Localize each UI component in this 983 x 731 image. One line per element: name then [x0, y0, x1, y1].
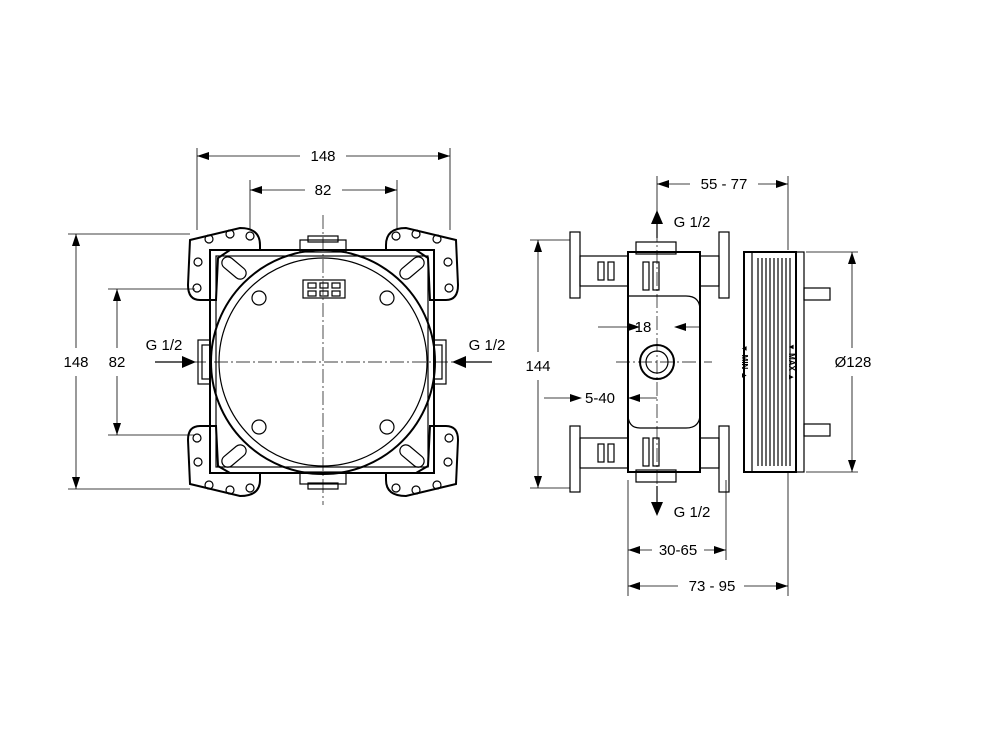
- hole: [251, 290, 267, 306]
- outlet-bottom: [635, 469, 677, 483]
- left-flange-bottom: [569, 425, 581, 493]
- bracket-top-left: [186, 226, 261, 301]
- bracket-bottom-right: [385, 425, 460, 498]
- right-flange-top: [718, 231, 730, 299]
- hole: [379, 290, 395, 306]
- min-mark: ▼ MIN ▲: [740, 345, 749, 380]
- dim-depth-top: 55 - 77: [701, 176, 748, 193]
- rod-top: [803, 287, 831, 301]
- front-body-inner: [215, 255, 429, 468]
- bracket-top-right: [385, 226, 460, 301]
- outlet-top: [635, 241, 677, 255]
- hole: [251, 419, 267, 435]
- inlet-left-label: G 1/2: [146, 337, 183, 354]
- dim-width-outer: 148: [310, 148, 335, 165]
- dim-depth-inner: 30-65: [659, 542, 697, 559]
- inlet-right-label: G 1/2: [469, 337, 506, 354]
- dim-depth-total: 73 - 95: [689, 578, 736, 595]
- right-flange-bottom: [718, 425, 730, 493]
- center-slot: [302, 279, 346, 299]
- bracket-bottom-left: [186, 425, 261, 498]
- side-view: ▼ MIN ▲ ▼ MAX ▲: [569, 228, 831, 500]
- left-flange-top: [569, 231, 581, 299]
- hole: [379, 419, 395, 435]
- outlet-bottom-label: G 1/2: [674, 504, 711, 521]
- outlet-top-label: G 1/2: [674, 214, 711, 231]
- rod-bottom: [803, 423, 831, 437]
- dim-height: 144: [525, 358, 550, 375]
- dim-height-outer: 148: [63, 354, 88, 371]
- dim-diameter: Ø128: [835, 354, 872, 371]
- front-dimensions: 148 82 148 82 G 1/2 G 1/2: [63, 148, 506, 490]
- dim-height-inner: 82: [109, 354, 126, 371]
- dim-offset: 5-40: [585, 390, 615, 407]
- front-view: [170, 215, 478, 505]
- max-mark: ▼ MAX ▲: [787, 343, 796, 381]
- dim-bore: 18: [635, 319, 652, 336]
- dim-width-inner: 82: [315, 182, 332, 199]
- side-dimensions: 55 - 77 G 1/2 144 18 5-40 G 1/2 30-65: [525, 176, 871, 596]
